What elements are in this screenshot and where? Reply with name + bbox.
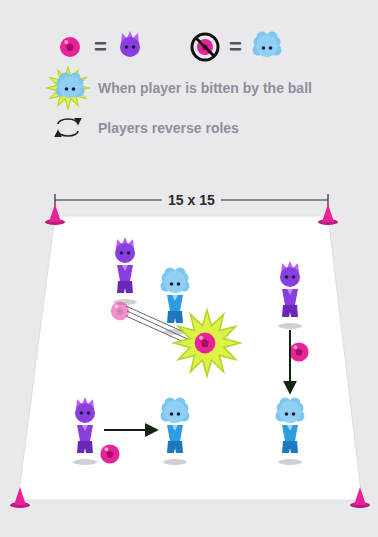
equals-sign: = [94,34,107,60]
cone [10,487,30,508]
field [18,216,362,500]
purple-player-icon [120,31,140,57]
role-arrow [104,429,156,431]
dimension-label: 15 x 15 [162,192,221,208]
blue-player [276,398,305,466]
legend-text: When player is bitten by the ball [98,80,312,96]
equals-sign: = [229,34,242,60]
ball [100,444,119,463]
blue-player-icon [253,32,282,58]
cone [350,487,370,508]
ball [195,333,216,354]
ball-start [111,302,129,320]
ball [289,342,308,361]
no-ball-icon [192,34,218,60]
legend-text: Players reverse roles [98,120,239,136]
cone [45,204,65,225]
ball-icon [60,37,80,57]
blue-player [161,268,190,336]
cone [318,204,338,225]
bite-burst [174,310,240,376]
blue-player [161,398,190,466]
purple-player [73,397,97,465]
purple-player [278,261,302,329]
reverse-roles-icon [58,119,78,136]
bite-burst-icon [47,67,89,109]
purple-player [113,237,137,305]
role-arrow [289,330,291,392]
bitten-player-icon [56,73,85,99]
